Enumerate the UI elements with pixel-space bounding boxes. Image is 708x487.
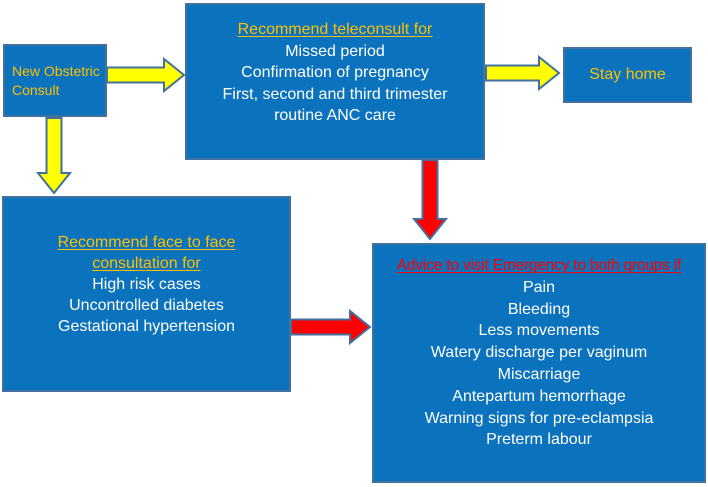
list-item: Pain — [522, 278, 556, 296]
arrow-right-teleconsult-to-stay-home-icon — [485, 54, 561, 92]
list-item: Bleeding — [507, 300, 571, 318]
arrow-down-teleconsult-to-emergency-icon — [411, 159, 449, 241]
list-item: Confirmation of pregnancy — [241, 64, 429, 81]
list-item: Less movements — [478, 322, 600, 340]
list-item: Gestational hypertension — [58, 318, 235, 335]
node-face-to-face: Recommend face to face consultation for … — [2, 196, 291, 392]
node-title: Recommend teleconsult for — [237, 21, 433, 38]
list-item: Antepartum hemorrhage — [452, 387, 626, 405]
node-new-obstetric-consult: New Obstetric Consult — [3, 44, 107, 117]
list-item: Miscarriage — [497, 365, 581, 383]
node-title: Advice to visit Emergency to both groups… — [396, 257, 682, 274]
node-title-line1: Recommend face to face — [57, 234, 236, 251]
list-item: First, second and third trimester — [222, 85, 448, 103]
list-item: routine ANC care — [274, 107, 396, 124]
list-item: High risk cases — [92, 276, 201, 293]
node-teleconsult: Recommend teleconsult for Missed period … — [185, 3, 485, 160]
list-item: Watery discharge per vaginum — [430, 344, 648, 362]
node-stay-home: Stay home — [563, 47, 692, 103]
arrow-down-new-to-face-to-face-icon — [35, 117, 73, 195]
node-label: New Obstetric Consult — [12, 62, 100, 98]
node-emergency-advice: Advice to visit Emergency to both groups… — [372, 243, 706, 483]
list-item: Missed period — [285, 42, 385, 60]
arrow-right-face-to-face-to-emergency-icon — [290, 308, 372, 346]
node-label: Stay home — [589, 66, 666, 83]
list-item: Warning signs for pre-eclampsia — [424, 409, 654, 427]
list-item: Uncontrolled diabetes — [69, 297, 224, 314]
list-item: Preterm labour — [486, 431, 592, 449]
arrow-right-new-to-teleconsult-icon — [106, 56, 186, 94]
node-title-line2: consultation for — [92, 255, 201, 272]
